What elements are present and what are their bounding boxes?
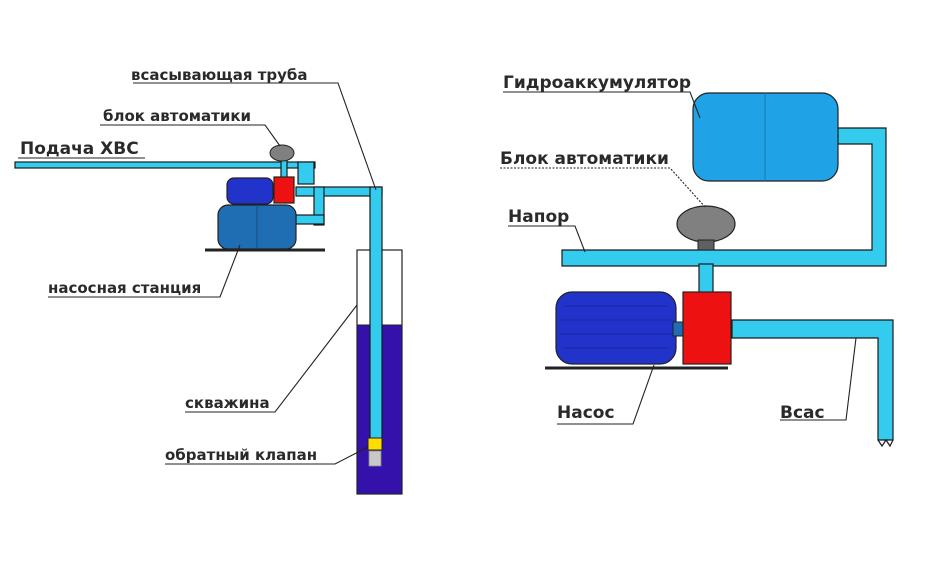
leader-check-valve <box>165 446 369 465</box>
pump-motor <box>555 291 677 365</box>
suction-pipe-elbow <box>313 186 325 226</box>
leader-suction-pipe <box>133 82 377 191</box>
pump-station-motor <box>226 177 274 205</box>
label-suction-pipe: всасывающая труба <box>131 66 308 84</box>
left-automation-unit <box>269 144 295 162</box>
suction-pipe-return <box>295 214 325 225</box>
supply-riser-pipe <box>297 161 315 185</box>
label-pump: Насос <box>557 403 615 423</box>
label-accumulator: Гидроаккумулятор <box>503 73 691 93</box>
leader-pump <box>557 364 655 425</box>
switch-stem <box>280 159 288 179</box>
left-scheme: всасывающая труба блок автоматики Подача… <box>14 66 403 495</box>
suction-pipe-horizontal <box>295 186 383 197</box>
pump-body <box>682 291 732 365</box>
leader-accumulator <box>503 91 701 119</box>
leader-right-automation <box>500 167 707 209</box>
pressure-riser <box>698 263 714 295</box>
check-valve-strainer <box>368 450 382 467</box>
label-pump-station: насосная станция <box>48 279 201 297</box>
suction-pipe-vertical <box>369 186 383 441</box>
label-right-automation-unit: Блок автоматики <box>500 149 669 169</box>
suction-pipe-end <box>877 438 894 448</box>
leader-pump-station <box>48 244 241 298</box>
label-well: скважина <box>185 394 270 412</box>
label-cold-water-supply: Подача ХВС <box>20 139 139 159</box>
leader-automation-unit <box>100 124 281 147</box>
leader-well <box>185 304 358 413</box>
label-left-automation-unit: блок автоматики <box>103 107 251 125</box>
label-suction: Всас <box>780 403 825 423</box>
pump-station-relay <box>273 176 295 204</box>
leader-pressure <box>508 225 586 253</box>
label-check-valve: обратный клапан <box>165 446 317 464</box>
cold-water-supply-pipe <box>14 161 316 169</box>
label-pressure: Напор <box>508 207 569 227</box>
check-valve <box>367 437 383 451</box>
right-scheme: Гидроаккумулятор Блок автоматики Напор Н… <box>500 73 894 448</box>
right-automation-unit <box>676 205 736 243</box>
leader-suction <box>780 337 857 421</box>
right-automation-unit-base <box>697 239 715 251</box>
